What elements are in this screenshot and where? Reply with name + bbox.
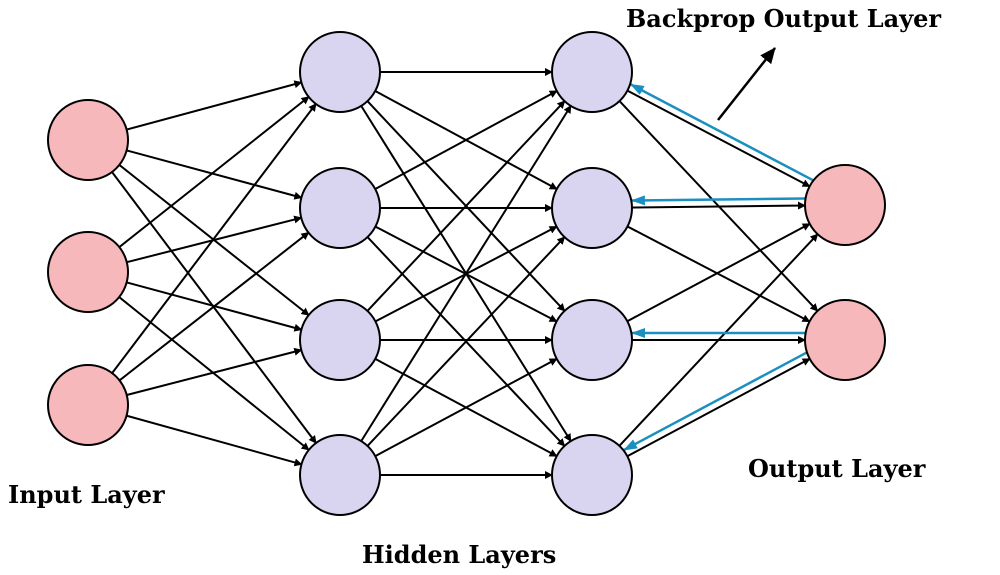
output-node-2 <box>804 299 886 381</box>
connection-input-3-to-hidden1-2 <box>118 231 310 382</box>
connection-hidden2-2-to-output-1 <box>631 201 806 210</box>
nodes <box>47 31 886 516</box>
hidden2-node-4 <box>551 434 633 516</box>
hidden1-node-2 <box>299 167 381 249</box>
connection-hidden2-4-to-output-2 <box>626 357 811 458</box>
output-node-1 <box>804 164 886 246</box>
backprop-output-2-to-hidden2-4 <box>623 351 807 452</box>
output-layer-label: Output Layer <box>748 454 926 483</box>
hidden1-node-3 <box>299 299 381 381</box>
backprop-output-layer-label: Backprop Output Layer <box>626 4 941 33</box>
connection-input-3-to-hidden1-3 <box>126 347 303 396</box>
connection-input-3-to-hidden1-4 <box>126 414 303 467</box>
connection-hidden1-4-to-hidden2-1 <box>360 105 572 442</box>
connection-input-3-to-hidden1-1 <box>111 103 317 374</box>
connection-hidden1-3-to-hidden2-1 <box>366 100 566 312</box>
input-layer-label: Input Layer <box>8 480 165 509</box>
backprop-connections <box>623 83 814 452</box>
connection-hidden1-2-to-hidden2-1 <box>374 90 558 190</box>
input-node-1 <box>47 99 129 181</box>
input-node-3 <box>47 364 129 446</box>
hidden-layers-label: Hidden Layers <box>362 540 556 569</box>
hidden2-node-2 <box>551 167 633 249</box>
connection-input-2-to-hidden1-1 <box>118 96 310 248</box>
backprop-label-pointer <box>717 47 776 121</box>
connections <box>111 68 819 479</box>
backprop-output-1-to-hidden2-1 <box>629 83 814 182</box>
connection-input-1-to-hidden1-1 <box>126 80 303 131</box>
connection-hidden2-2-to-output-2 <box>627 225 811 323</box>
connection-hidden2-1-to-output-1 <box>626 89 811 188</box>
hidden1-node-4 <box>299 434 381 516</box>
connection-hidden1-4-to-hidden2-3 <box>374 358 558 457</box>
connection-hidden2-3-to-output-1 <box>626 222 811 323</box>
hidden2-node-1 <box>551 31 633 113</box>
backprop-output-1-to-hidden2-2 <box>630 195 805 206</box>
connection-hidden1-4-to-hidden2-2 <box>366 236 566 447</box>
connection-input-1-to-hidden1-2 <box>126 149 303 200</box>
hidden2-node-3 <box>551 299 633 381</box>
hidden1-node-1 <box>299 31 381 113</box>
connection-hidden2-4-to-output-1 <box>618 233 819 447</box>
input-node-2 <box>47 231 129 313</box>
